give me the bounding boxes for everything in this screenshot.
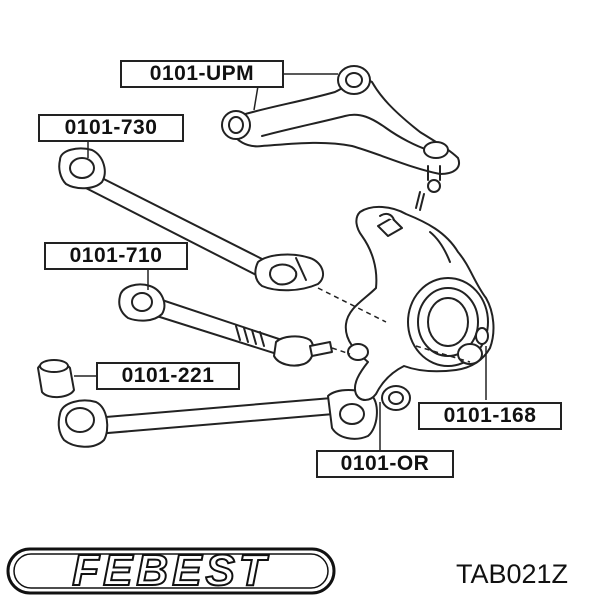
callout-0101-or: 0101-OR (316, 450, 454, 478)
febest-logo: FEBEST (71, 545, 270, 596)
callout-0101-upm: 0101-UPM (120, 60, 284, 88)
part-number: TAB021Z (456, 559, 569, 589)
callout-0101-710: 0101-710 (44, 242, 188, 270)
callout-0101-168: 0101-168 (418, 402, 562, 430)
febest-logo-frame (6, 547, 336, 595)
lateral-rod-730 (58, 147, 325, 292)
upper-control-arm (221, 65, 460, 211)
callout-0101-221: 0101-221 (96, 362, 240, 390)
lower-arm-or (57, 389, 378, 448)
callout-0101-730: 0101-730 (38, 114, 184, 142)
knuckle (344, 206, 495, 411)
bushing-221 (37, 359, 75, 398)
toe-link-710 (118, 283, 333, 367)
